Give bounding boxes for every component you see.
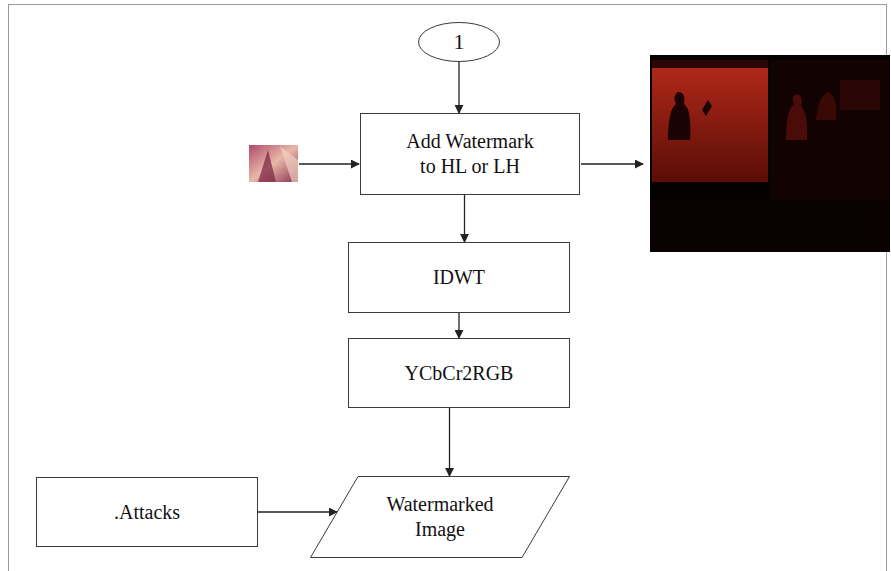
text-stack: IDWT (433, 265, 485, 290)
process-box: Add Watermark to HL or LH (360, 113, 580, 195)
flow-arrow (449, 408, 450, 476)
text-stack: Add Watermark to HL or LH (398, 129, 543, 179)
flow-arrow (458, 313, 459, 338)
text-stack: 1 (454, 28, 465, 56)
text-stack: Watermarked Image (376, 492, 504, 542)
text-stack: YCbCr2RGB (405, 361, 514, 386)
node-outline (310, 476, 570, 558)
watermark-thumbnail (249, 145, 298, 182)
flow-arrow (258, 511, 337, 512)
node-label: Add Watermark to HL or LH (398, 129, 543, 179)
page-frame (9, 5, 887, 571)
preview-arrow (581, 163, 643, 164)
watermarked-preview-image (650, 55, 890, 252)
connector-circle: 1 (418, 22, 500, 62)
process-box: .Attacks (36, 477, 258, 547)
node-label: 1 (454, 28, 465, 56)
node-label: .Attacks (114, 500, 180, 525)
outline-path (311, 477, 570, 558)
thumbnail-arrow (299, 163, 359, 164)
flow-arrow (464, 195, 465, 242)
outline-path (419, 23, 500, 62)
flow-arrow (458, 62, 459, 113)
text-stack: .Attacks (114, 500, 180, 525)
node-label: YCbCr2RGB (405, 361, 514, 386)
process-box: YCbCr2RGB (348, 338, 570, 408)
node-label: Watermarked Image (376, 492, 504, 542)
node-label: IDWT (433, 265, 485, 290)
process-box: IDWT (348, 242, 570, 313)
data-parallelogram: Watermarked Image (310, 476, 570, 558)
